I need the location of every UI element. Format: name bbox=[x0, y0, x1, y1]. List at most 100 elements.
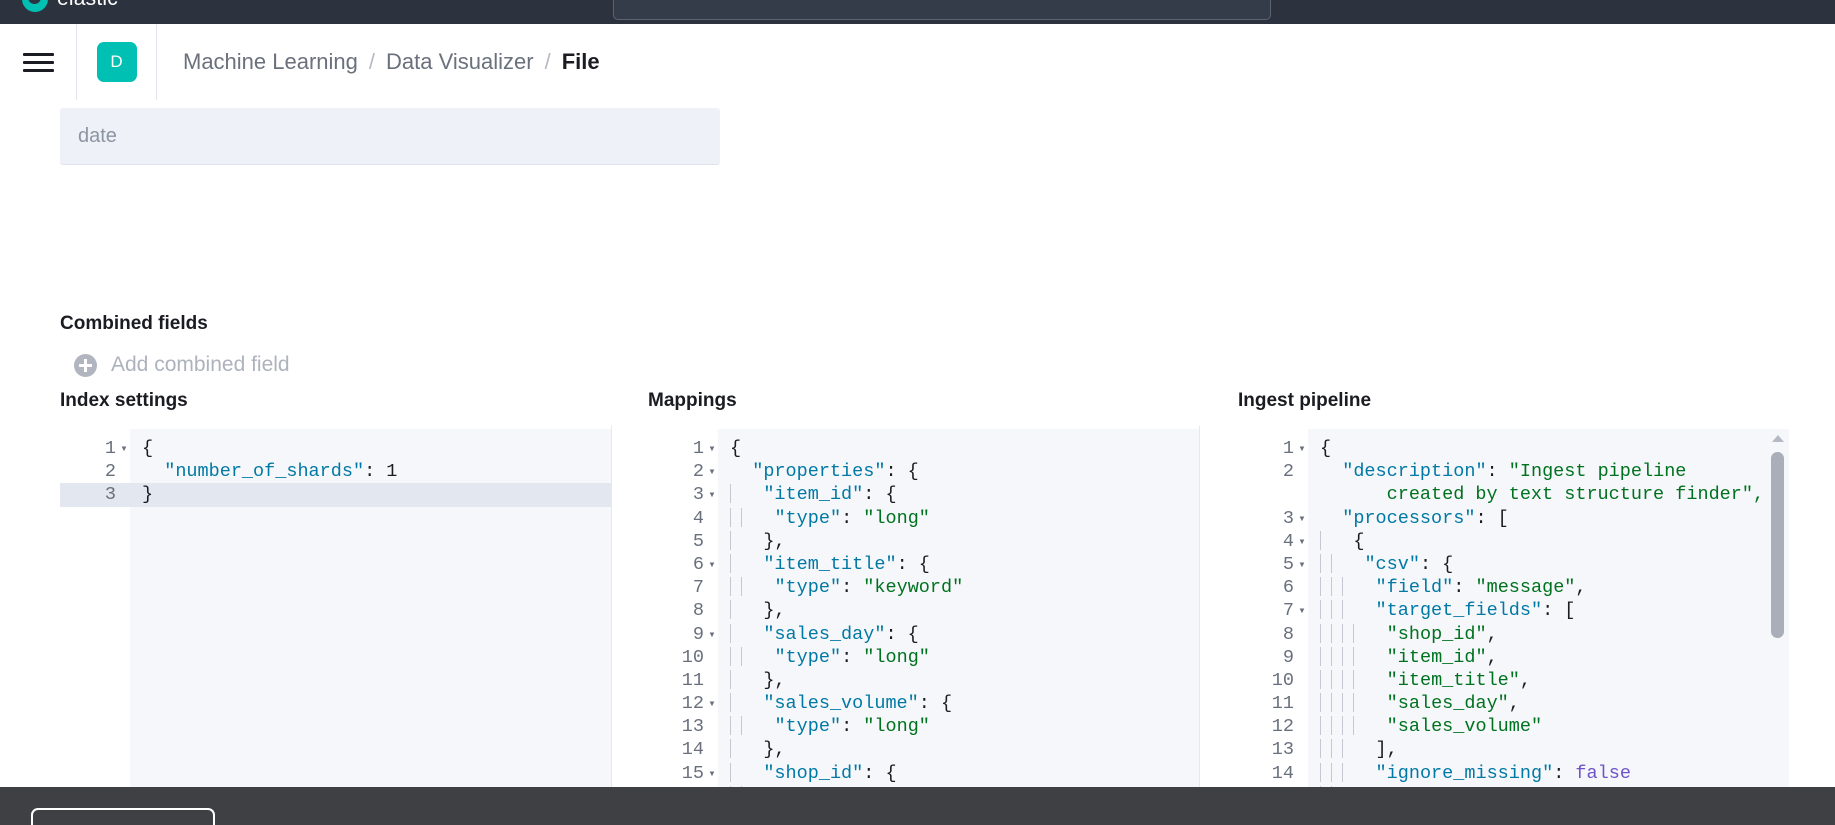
code-line[interactable]: 15▾ "shop_id": { bbox=[648, 762, 1199, 785]
code-line[interactable]: 13 ], bbox=[1238, 738, 1789, 761]
mappings-editor[interactable]: 1▾{2▾ "properties": {3▾ "item_id": {4 "t… bbox=[648, 429, 1199, 787]
code-line[interactable]: 14 }, bbox=[648, 738, 1199, 761]
code-text: "shop_id", bbox=[1320, 623, 1498, 646]
code-line[interactable]: 14 "ignore_missing": false bbox=[1238, 762, 1789, 785]
line-number: 13 bbox=[1271, 739, 1294, 761]
code-line[interactable]: 13 "type": "long" bbox=[648, 715, 1199, 738]
scroll-up-arrow-icon[interactable] bbox=[1772, 435, 1784, 442]
line-number: 2 bbox=[692, 461, 704, 483]
line-number: 9 bbox=[1282, 646, 1294, 668]
fold-toggle-icon[interactable]: ▾ bbox=[708, 627, 716, 642]
code-line[interactable]: 2 "number_of_shards": 1 bbox=[60, 460, 611, 483]
code-line[interactable]: 3} bbox=[60, 483, 611, 507]
hamburger-menu-icon[interactable] bbox=[0, 24, 76, 100]
code-line[interactable]: 5▾ "csv": { bbox=[1238, 553, 1789, 576]
breadcrumb-item-machine-learning[interactable]: Machine Learning bbox=[183, 49, 358, 74]
fold-toggle-icon[interactable]: ▾ bbox=[708, 465, 716, 480]
line-number: 4 bbox=[1282, 530, 1294, 552]
date-field-input[interactable] bbox=[60, 108, 720, 165]
code-line[interactable]: 2 "description": "Ingest pipeline bbox=[1238, 460, 1789, 483]
indent-guide bbox=[730, 530, 731, 550]
code-line[interactable]: 10 "item_title", bbox=[1238, 669, 1789, 692]
fold-toggle-icon[interactable]: ▾ bbox=[708, 488, 716, 503]
code-text: "description": "Ingest pipeline bbox=[1342, 461, 1687, 483]
page-body: Combined fields Add combined field Index… bbox=[0, 100, 1835, 787]
fold-toggle-icon[interactable]: ▾ bbox=[1298, 511, 1306, 526]
code-line[interactable]: created by text structure finder", bbox=[1238, 483, 1789, 506]
deployment-avatar[interactable]: D bbox=[96, 42, 137, 82]
code-line[interactable]: 16 "type": "long" bbox=[648, 785, 1199, 787]
ingest-pipeline-scrollbar[interactable] bbox=[1771, 435, 1784, 787]
code-text: } bbox=[1320, 785, 1376, 787]
code-line[interactable]: 7 "type": "keyword" bbox=[648, 576, 1199, 599]
indent-guide bbox=[1320, 693, 1321, 713]
code-line[interactable]: 1▾{ bbox=[1238, 437, 1789, 460]
indent-guide bbox=[1331, 785, 1333, 787]
line-number: 2 bbox=[104, 461, 116, 483]
breadcrumb-item-data-visualizer[interactable]: Data Visualizer bbox=[386, 49, 534, 74]
code-line[interactable]: 11 "sales_day", bbox=[1238, 692, 1789, 715]
indent-guide bbox=[1342, 716, 1344, 736]
indent-guide bbox=[1342, 739, 1344, 759]
code-line[interactable]: 7▾ "target_fields": [ bbox=[1238, 599, 1789, 622]
fold-toggle-icon[interactable]: ▾ bbox=[708, 697, 716, 712]
code-line[interactable]: 12▾ "sales_volume": { bbox=[648, 692, 1199, 715]
elastic-logo[interactable]: elastic bbox=[22, 0, 118, 12]
global-search-input[interactable] bbox=[613, 0, 1271, 20]
indent-guide bbox=[1331, 577, 1333, 597]
indent-guide bbox=[1342, 669, 1344, 689]
bottom-toolbar bbox=[0, 787, 1835, 825]
add-combined-field-button[interactable]: Add combined field bbox=[74, 353, 290, 377]
code-line[interactable]: 12 "sales_volume" bbox=[1238, 715, 1789, 738]
plus-circle-icon bbox=[74, 353, 97, 377]
column-separator-2 bbox=[1199, 426, 1200, 787]
code-line[interactable]: 8 "shop_id", bbox=[1238, 623, 1789, 646]
fold-toggle-icon[interactable]: ▾ bbox=[1298, 442, 1306, 456]
code-line[interactable]: 2▾ "properties": { bbox=[648, 460, 1199, 483]
code-text: "sales_volume": { bbox=[730, 692, 952, 715]
code-line[interactable]: 9▾ "sales_day": { bbox=[648, 623, 1199, 646]
fold-toggle-icon[interactable]: ▾ bbox=[708, 442, 716, 456]
line-number: 15 bbox=[681, 762, 704, 784]
code-line[interactable]: 3▾ "item_id": { bbox=[648, 483, 1199, 506]
indent-guide bbox=[1331, 762, 1333, 782]
line-number: 7 bbox=[692, 577, 704, 599]
code-line[interactable]: 6▾ "item_title": { bbox=[648, 553, 1199, 576]
fold-toggle-icon[interactable]: ▾ bbox=[120, 442, 128, 456]
code-line[interactable]: 10 "type": "long" bbox=[648, 646, 1199, 669]
line-number: 1 bbox=[692, 438, 704, 459]
code-line[interactable]: 6 "field": "message", bbox=[1238, 576, 1789, 599]
indent-guide bbox=[1342, 646, 1344, 666]
indent-guide bbox=[741, 577, 743, 597]
line-number: 16 bbox=[648, 785, 704, 787]
app-badge-cell[interactable]: D bbox=[77, 24, 156, 100]
hamburger-bars bbox=[22, 48, 54, 77]
code-line[interactable]: 9 "item_id", bbox=[1238, 646, 1789, 669]
indent-guide bbox=[1353, 623, 1355, 643]
ingest-pipeline-editor[interactable]: 1▾{2 "description": "Ingest pipeline cre… bbox=[1238, 429, 1789, 787]
code-line[interactable]: 1▾{ bbox=[648, 437, 1199, 460]
fold-toggle-icon[interactable]: ▾ bbox=[1298, 557, 1306, 572]
line-number: 7 bbox=[1282, 600, 1294, 622]
fold-toggle-icon[interactable]: ▾ bbox=[708, 557, 716, 572]
fold-toggle-icon[interactable]: ▾ bbox=[1298, 604, 1306, 619]
code-line[interactable]: 5 }, bbox=[648, 530, 1199, 553]
code-line[interactable]: 11 }, bbox=[648, 669, 1199, 692]
mappings-lines: 1▾{2▾ "properties": {3▾ "item_id": {4 "t… bbox=[648, 437, 1199, 787]
fold-toggle-icon[interactable]: ▾ bbox=[1298, 534, 1306, 549]
code-line[interactable]: 8 }, bbox=[648, 599, 1199, 622]
code-text: { bbox=[1320, 438, 1332, 459]
code-line[interactable]: 3▾ "processors": [ bbox=[1238, 507, 1789, 530]
fold-toggle-icon[interactable]: ▾ bbox=[708, 766, 716, 781]
code-line[interactable]: 4▾ { bbox=[1238, 530, 1789, 553]
index-settings-title: Index settings bbox=[60, 390, 188, 411]
code-line[interactable]: 1▾{ bbox=[60, 437, 611, 460]
code-line[interactable]: 4 "type": "long" bbox=[648, 507, 1199, 530]
code-text: } bbox=[142, 484, 154, 506]
footer-action-button[interactable] bbox=[31, 808, 215, 825]
line-number: 8 bbox=[692, 600, 704, 622]
code-line[interactable]: 15 } bbox=[1238, 785, 1789, 787]
scrollbar-thumb[interactable] bbox=[1771, 452, 1784, 638]
